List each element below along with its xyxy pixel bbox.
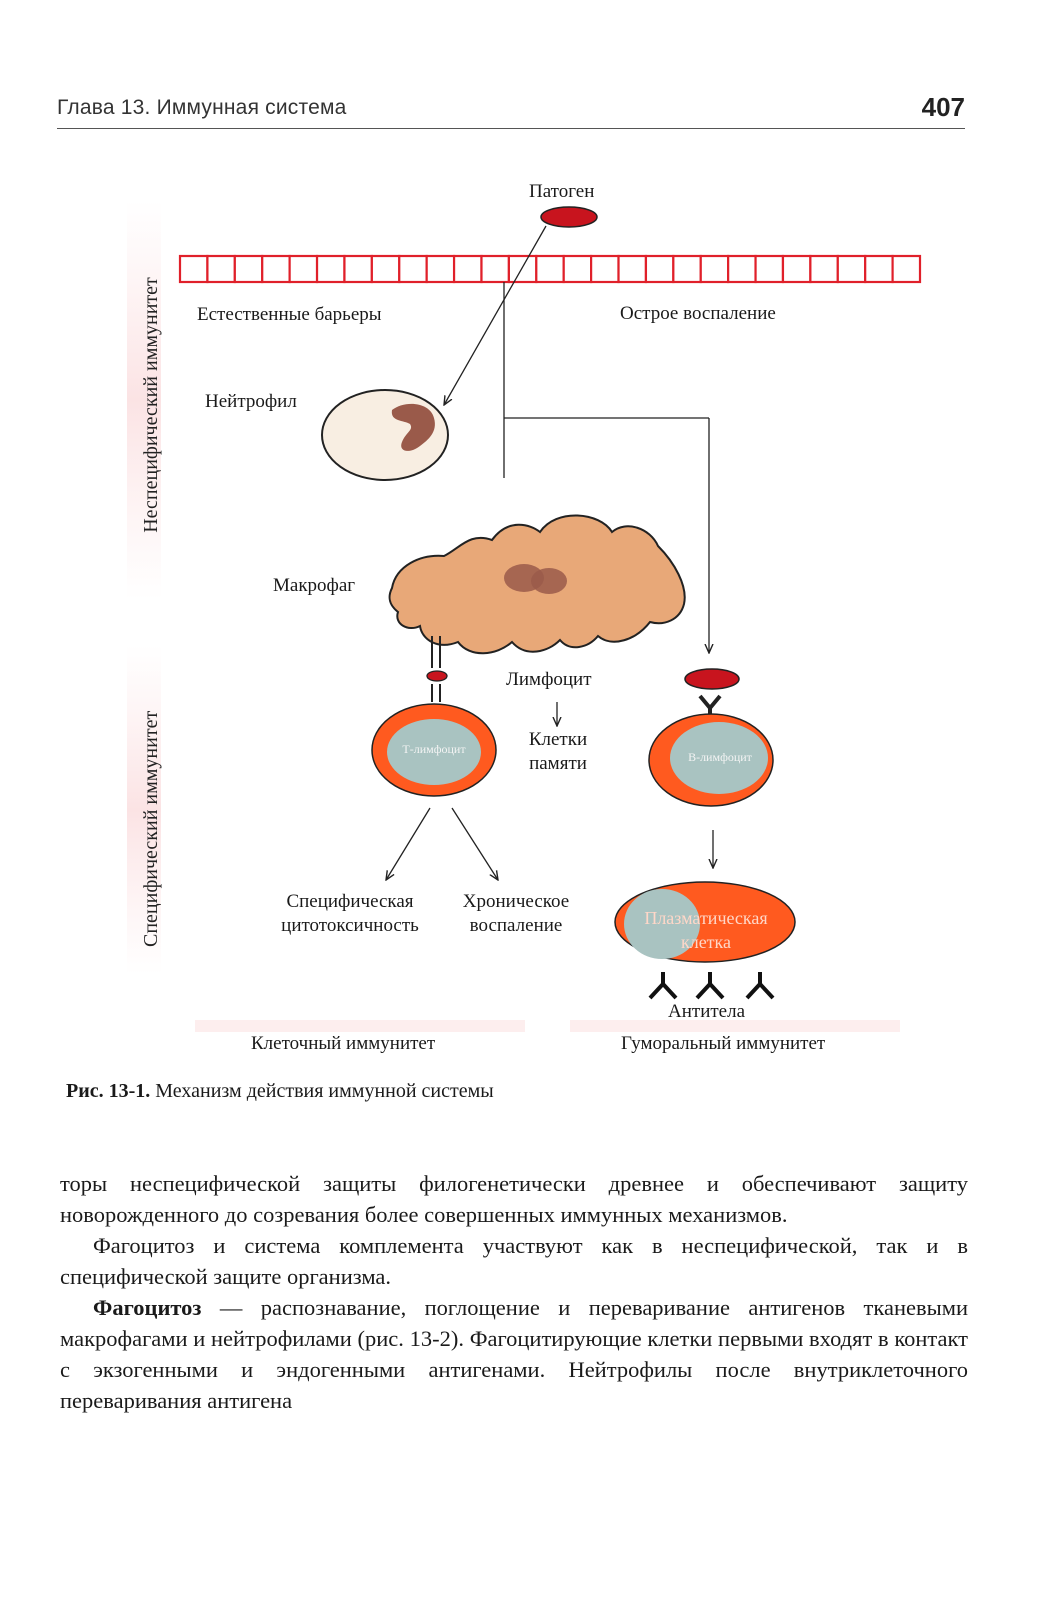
barriers-label: Естественные барьеры (197, 304, 382, 325)
barrier-cell (315, 254, 346, 284)
macrophage-nucleus-right (531, 568, 567, 594)
barrier-cell (754, 254, 785, 284)
barrier-cell (672, 254, 702, 284)
arrow-to-chronic-inflammation (451, 807, 498, 880)
antibody-icon (648, 972, 678, 1000)
barrier-cell (535, 254, 565, 284)
barrier-cell (727, 254, 757, 284)
body-text: торы неспецифической защиты филогенетиче… (60, 1168, 968, 1416)
running-head: Глава 13. Иммунная система 407 (57, 92, 965, 129)
memory-cells-line1: Клетки (528, 729, 588, 750)
figure-diagram (127, 200, 922, 1032)
cytotoxicity-line2: цитотоксичность (281, 915, 419, 936)
barrier-cell (781, 254, 812, 284)
memory-cells-line2: памяти (529, 753, 587, 774)
inflammation-label: Острое воспаление (620, 303, 776, 324)
pathogen-shape (540, 206, 598, 228)
paragraph-3: Фагоцитоз — распознавание, поглощение и … (60, 1292, 968, 1416)
barrier-cell (699, 254, 730, 284)
caption-text: Механизм действия иммунной системы (155, 1080, 494, 1102)
cytotoxicity-label: Специфическая цитотоксичность (262, 890, 438, 938)
barrier-cell (891, 254, 922, 284)
cytotoxicity-line1: Специфическая (286, 891, 414, 912)
nonspecific-band (127, 200, 161, 600)
barrier-cell (425, 254, 456, 284)
paragraph-2: Фагоцитоз и система комплемента участвую… (60, 1233, 968, 1289)
neutrophil-label: Нейтрофил (205, 391, 297, 412)
arrow-to-cytotoxicity (386, 807, 431, 880)
barrier-cell (398, 254, 428, 284)
chronic-line1: Хроническое (462, 891, 570, 912)
macrophage-label: Макрофаг (273, 575, 356, 596)
barrier-cell (261, 254, 291, 284)
caption-number: Рис. 13-1. (66, 1080, 151, 1102)
barrier-cell (288, 254, 319, 284)
barrier-cell (562, 254, 593, 284)
pathogen-label: Патоген (529, 181, 595, 202)
barrier-cell (864, 254, 894, 284)
barrier-cell (178, 254, 209, 284)
plasma-cell-line2: клетка (680, 932, 732, 952)
b-lymphocyte-nucleus (670, 722, 768, 794)
plasma-cell-label: Плазматическая клетка (618, 906, 794, 954)
antibody-icon (695, 972, 725, 1000)
cellular-immunity-label: Клеточный иммунитет (251, 1033, 436, 1054)
antibody-icon (745, 972, 775, 1000)
barrier-cell (809, 254, 839, 284)
barrier-cell (206, 254, 236, 284)
neutrophil-nucleus (391, 403, 435, 451)
specific-band (127, 645, 161, 975)
memory-cells-label: Клетки памяти (508, 728, 608, 776)
t-cell-label: Т-лимфоцит (402, 742, 466, 756)
plasma-cell-nucleus (624, 889, 700, 959)
plasma-cell-line1: Плазматическая (644, 908, 768, 928)
presented-antigen (426, 670, 448, 682)
chapter-title: Глава 13. Иммунная система (57, 96, 347, 119)
t-lymphocyte-nucleus (387, 719, 481, 785)
barrier-cell (617, 254, 648, 284)
cellular-band (195, 1020, 525, 1032)
b-antigen (684, 668, 740, 690)
humoral-immunity-label: Гуморальный иммунитет (621, 1033, 826, 1054)
b-cell-label: В-лимфоцит (688, 750, 752, 764)
barrier-cell (836, 254, 867, 284)
barrier-cell (233, 254, 264, 284)
figure-immune-mechanism: Патоген Естественные барьеры Острое восп… (127, 181, 922, 1054)
barrier-cell (370, 254, 401, 284)
figure-caption: Рис. 13-1. Механизм действия иммунной си… (66, 1080, 494, 1103)
humoral-band (570, 1020, 900, 1032)
arrow-to-neutrophil (444, 225, 547, 405)
paragraph-1: торы неспецифической защиты филогенетиче… (60, 1171, 968, 1227)
specific-immunity-side-label: Специфический иммунитет (140, 710, 162, 947)
barrier-cell (507, 254, 538, 284)
term-phagocytosis: Фагоцитоз (93, 1295, 202, 1320)
nonspecific-immunity-side-label: Неспецифический иммунитет (140, 277, 162, 533)
natural-barrier (178, 254, 922, 284)
barrier-cell (644, 254, 675, 284)
barrier-cell (452, 254, 483, 284)
chronic-line2: воспаление (469, 915, 563, 936)
lymphocyte-label: Лимфоцит (506, 669, 592, 690)
antibodies (648, 972, 775, 1000)
chronic-inflammation-label: Хроническое воспаление (446, 890, 586, 938)
barrier-cell (480, 254, 510, 284)
antibodies-label: Антитела (668, 1001, 746, 1022)
barrier-cell (590, 254, 620, 284)
paragraph-3-text: — распознавание, поглощение и переварива… (60, 1295, 968, 1413)
page-number: 407 (921, 92, 965, 122)
barrier-cell (343, 254, 373, 284)
